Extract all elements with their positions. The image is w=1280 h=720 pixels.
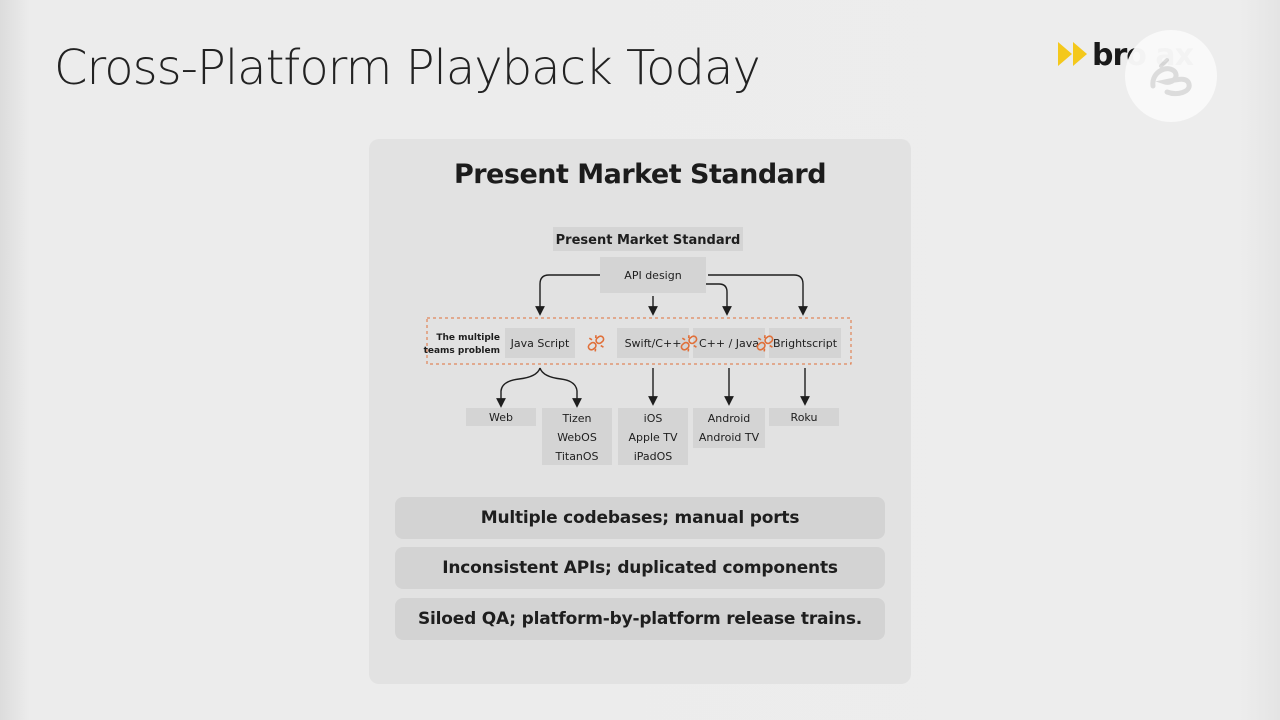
target-ios: iOS bbox=[644, 412, 663, 425]
slide-title: Cross-Platform Playback Today bbox=[54, 40, 761, 96]
target-box-ios bbox=[618, 408, 688, 465]
target-android: Android bbox=[708, 412, 751, 425]
broken-link-icon bbox=[756, 335, 774, 352]
target-web: Web bbox=[489, 411, 513, 424]
arrow-api-bright bbox=[708, 274, 808, 316]
fast-forward-icon bbox=[1058, 42, 1088, 68]
lang-bright: Brightscript bbox=[773, 337, 838, 350]
arrow-js-web bbox=[496, 367, 541, 408]
present-market-panel: Present Market Standard Present Market S… bbox=[369, 139, 911, 684]
platform-diagram: Present Market Standard API design The m… bbox=[424, 227, 852, 465]
target-box-tizen bbox=[542, 408, 612, 465]
target-titanos: TitanOS bbox=[554, 450, 598, 463]
target-tizen: Tizen bbox=[562, 412, 592, 425]
target-ipados: iPadOS bbox=[634, 450, 673, 463]
target-box-android bbox=[693, 408, 765, 448]
lang-swift: Swift/C++ bbox=[625, 337, 682, 350]
point-qa: Siloed QA; platform-by-platform release … bbox=[395, 598, 885, 640]
api-design-box bbox=[600, 257, 706, 293]
arrow-api-js bbox=[535, 274, 600, 316]
target-roku: Roku bbox=[791, 411, 818, 424]
lang-js: Java Script bbox=[510, 337, 570, 350]
target-appletv: Apple TV bbox=[628, 431, 678, 444]
target-webos: WebOS bbox=[557, 431, 597, 444]
broken-link-icon bbox=[680, 335, 698, 352]
target-box-roku bbox=[769, 408, 839, 426]
problem-label-line1: The multiple bbox=[436, 333, 500, 343]
teams-problem-frame bbox=[426, 317, 852, 365]
lang-box-bright bbox=[769, 328, 841, 358]
point-codebases: Multiple codebases; manual ports bbox=[395, 497, 885, 539]
lang-cpp: C++ / Java bbox=[699, 337, 759, 350]
arrow-api-cpp bbox=[706, 283, 732, 316]
lang-box-cpp bbox=[693, 328, 765, 358]
diagram-header: Present Market Standard bbox=[556, 233, 741, 248]
lang-box-js bbox=[505, 328, 575, 358]
target-androidtv: Android TV bbox=[699, 431, 760, 444]
target-box-web bbox=[466, 408, 536, 426]
panel-title: Present Market Standard bbox=[453, 159, 827, 190]
watermark-icon bbox=[1150, 58, 1192, 97]
arrow-js-tizen bbox=[539, 367, 582, 408]
conference-watermark bbox=[1125, 30, 1217, 122]
point-apis: Inconsistent APIs; duplicated components bbox=[395, 547, 885, 589]
diagram-header-box bbox=[553, 227, 743, 251]
api-design-label: API design bbox=[624, 269, 681, 282]
lang-box-swift bbox=[617, 328, 689, 358]
problem-label-line2: teams problem bbox=[424, 346, 500, 356]
broken-link-icon bbox=[587, 335, 605, 352]
